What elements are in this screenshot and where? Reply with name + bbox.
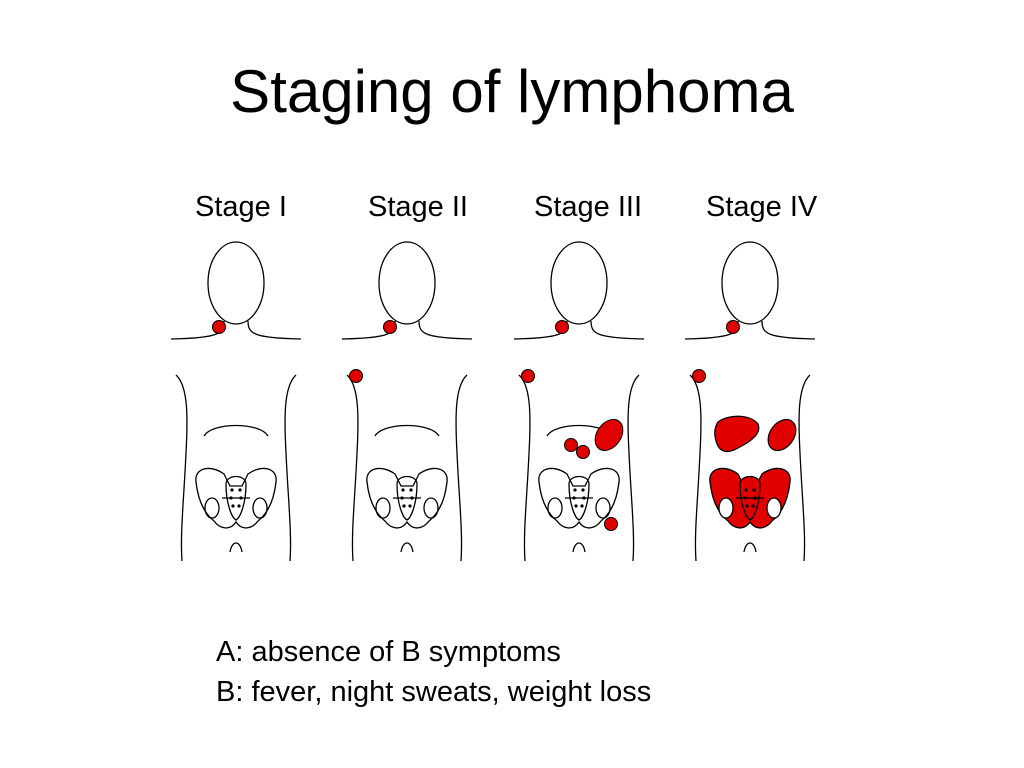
- legend-line-b: B: fever, night sweats, weight loss: [216, 676, 652, 708]
- symptom-legend: A: absence of B symptoms B: fever, night…: [216, 632, 651, 712]
- stage-4-figure: [680, 238, 820, 568]
- involved-nodes: [521, 320, 624, 531]
- stage-2-body-diagram: [341, 241, 473, 562]
- pelvis: [366, 467, 448, 529]
- pelvis: [195, 467, 277, 529]
- stage-2-label: Stage II: [368, 191, 468, 223]
- stage-3-label: Stage III: [534, 191, 643, 223]
- stage-3-body-diagram: [513, 241, 645, 562]
- stage-1-figure: [166, 238, 306, 568]
- stage-2-figure: [337, 238, 477, 568]
- stage-1-body-diagram: [170, 241, 302, 562]
- legend-line-a: A: absence of B symptoms: [216, 636, 561, 668]
- organs: [714, 415, 797, 453]
- involved-nodes: [692, 320, 740, 383]
- pelvis: [709, 467, 791, 529]
- slide-title: Staging of lymphoma: [230, 58, 794, 125]
- involved-nodes: [349, 320, 397, 383]
- stage-4-body-diagram: [684, 241, 816, 562]
- stage-4-label: Stage IV: [706, 191, 818, 223]
- stage-1-label: Stage I: [195, 191, 287, 223]
- involved-nodes: [212, 320, 226, 334]
- pelvis: [538, 467, 620, 529]
- stage-3-figure: [509, 238, 649, 568]
